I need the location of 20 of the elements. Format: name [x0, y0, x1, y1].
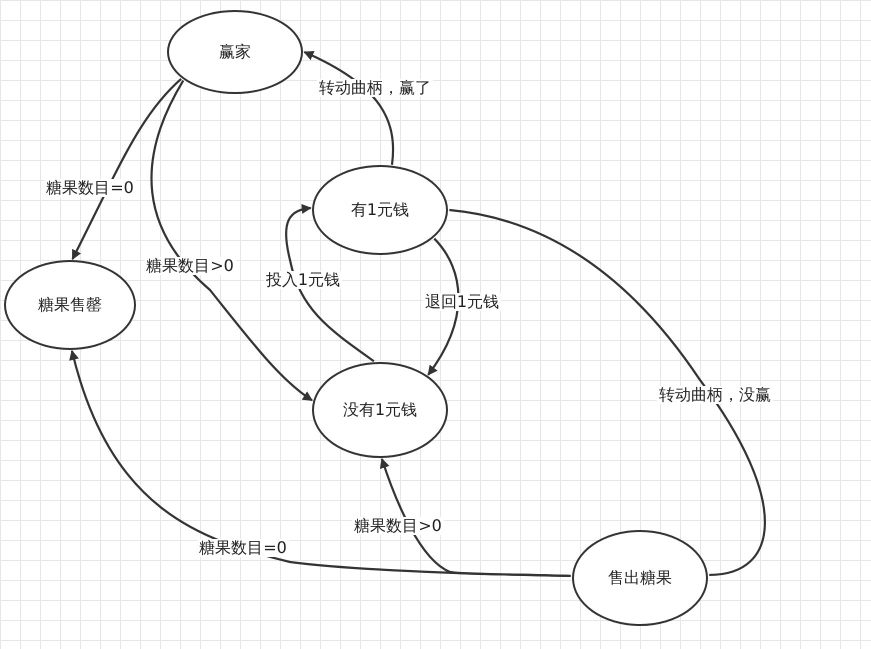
arrow: [285, 204, 375, 362]
state-ellipse: 糖果售罄: [4, 260, 136, 350]
arrow: [427, 238, 460, 376]
connector-line: [449, 208, 766, 576]
edge-label: 转动曲柄，赢了: [317, 79, 433, 97]
state-ellipse: 有1元钱: [312, 165, 448, 255]
edge-label: 糖果数目=0: [44, 179, 136, 197]
state-ellipse: 没有1元钱: [312, 362, 448, 458]
edge-label: 糖果数目>0: [352, 517, 444, 535]
arrow: [70, 350, 571, 578]
state-ellipse: 赢家: [167, 10, 303, 94]
state-ellipse: 售出糖果: [572, 530, 708, 626]
arrow: [72, 78, 182, 260]
edge-label: 糖果数目>0: [144, 257, 236, 275]
arrow: [150, 80, 313, 402]
edge-label: 投入1元钱: [264, 271, 342, 289]
edge-label: 退回1元钱: [422, 293, 502, 311]
edge-label: 糖果数目=0: [197, 539, 289, 557]
arrow: [380, 458, 571, 578]
edge-label: 转动曲柄，没赢: [657, 386, 773, 404]
